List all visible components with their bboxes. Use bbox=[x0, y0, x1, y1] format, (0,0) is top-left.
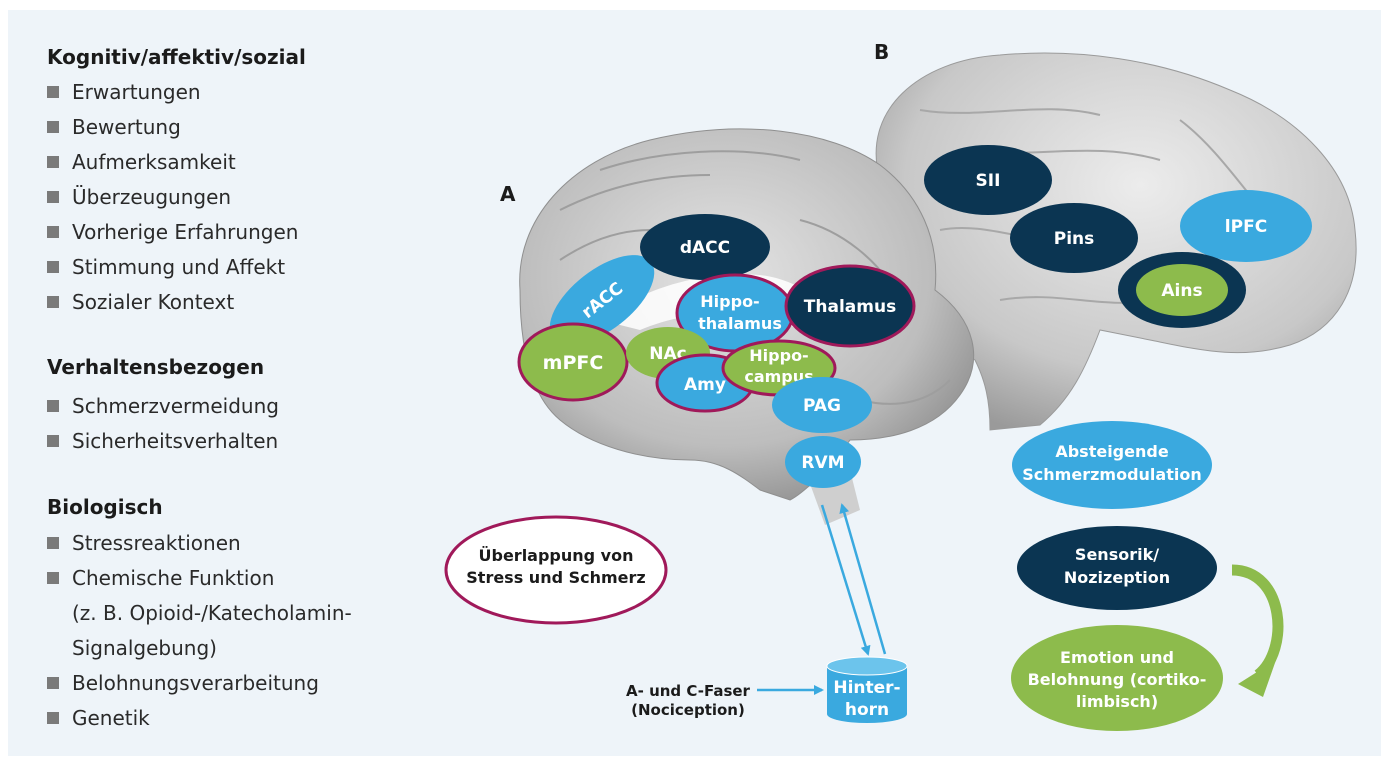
list-item: Aufmerksamkeit bbox=[47, 149, 236, 175]
list-item: Chemische Funktion bbox=[47, 565, 274, 591]
svg-text:limbisch): limbisch) bbox=[1076, 692, 1158, 711]
bullet-square-icon bbox=[47, 121, 59, 133]
svg-text:Hippo-: Hippo- bbox=[700, 292, 759, 311]
svg-text:RVM: RVM bbox=[801, 453, 844, 473]
fiber-input-label: A- und C-Faser (Nociception) bbox=[626, 682, 751, 719]
section-title-cognitive: Kognitiv/affektiv/sozial bbox=[47, 45, 306, 69]
svg-text:Schmerzmodulation: Schmerzmodulation bbox=[1022, 465, 1201, 484]
list-item: Sozialer Kontext bbox=[47, 289, 234, 315]
descending-ascending-arrows bbox=[757, 503, 887, 695]
legend-descending: Absteigende Schmerzmodulation bbox=[1012, 421, 1212, 509]
bullet-square-icon bbox=[47, 226, 59, 238]
region-hypothalamus: Hippo- thalamus bbox=[675, 273, 795, 353]
dorsal-horn: Hinter- horn bbox=[826, 656, 908, 723]
list-item: Bewertung bbox=[47, 114, 181, 140]
region-mpfc: mPFC bbox=[517, 322, 629, 402]
bullet-square-icon bbox=[47, 712, 59, 724]
region-racc: rACC bbox=[549, 255, 655, 345]
list-item: Vorherige Erfahrungen bbox=[47, 219, 298, 245]
region-pag: PAG bbox=[772, 377, 872, 433]
bullet-square-icon bbox=[47, 572, 59, 584]
bullet-square-icon bbox=[47, 296, 59, 308]
svg-text:Emotion und: Emotion und bbox=[1060, 648, 1174, 667]
bullet-square-icon bbox=[47, 86, 59, 98]
svg-text:Überlappung von: Überlappung von bbox=[479, 546, 634, 565]
list-item-continuation: (z. B. Opioid-/Katecholamin- bbox=[72, 601, 352, 625]
list-item: Stressreaktionen bbox=[47, 530, 241, 556]
list-item: Erwartungen bbox=[47, 79, 201, 105]
region-rvm: RVM bbox=[785, 436, 861, 488]
svg-text:Hinter-: Hinter- bbox=[833, 678, 900, 698]
svg-text:A- und C-Faser: A- und C-Faser bbox=[626, 682, 751, 700]
svg-text:Ains: Ains bbox=[1161, 281, 1202, 301]
svg-text:Pins: Pins bbox=[1054, 229, 1095, 249]
svg-text:lPFC: lPFC bbox=[1225, 217, 1267, 237]
bullet-square-icon bbox=[47, 191, 59, 203]
list-item-continuation: Signalgebung) bbox=[72, 636, 217, 660]
bullet-square-icon bbox=[47, 156, 59, 168]
svg-text:Absteigende: Absteigende bbox=[1055, 442, 1168, 461]
region-pins: Pins bbox=[1010, 203, 1138, 273]
list-item: Überzeugungen bbox=[47, 184, 231, 210]
region-dacc: dACC bbox=[640, 214, 770, 280]
section-title-biological: Biologisch bbox=[47, 495, 163, 519]
region-ains: Ains bbox=[1118, 252, 1246, 328]
legend-sensory: Sensorik/ Nozizeption bbox=[1017, 526, 1217, 610]
svg-text:horn: horn bbox=[845, 700, 889, 720]
legend-emotion: Emotion und Belohnung (cortiko- limbisch… bbox=[1011, 625, 1223, 731]
region-lpfc: lPFC bbox=[1180, 190, 1312, 262]
bullet-square-icon bbox=[47, 537, 59, 549]
svg-text:PAG: PAG bbox=[803, 396, 841, 416]
bullet-square-icon bbox=[47, 677, 59, 689]
panel-label-a: A bbox=[500, 182, 516, 206]
region-thalamus: Thalamus bbox=[784, 264, 916, 348]
svg-text:Sensorik/: Sensorik/ bbox=[1075, 545, 1159, 564]
svg-text:Stress und Schmerz: Stress und Schmerz bbox=[466, 568, 645, 587]
svg-text:(Nociception): (Nociception) bbox=[631, 701, 745, 719]
region-sii: SII bbox=[924, 145, 1052, 215]
bullet-square-icon bbox=[47, 400, 59, 412]
svg-text:Thalamus: Thalamus bbox=[804, 297, 896, 317]
curved-arrow-icon bbox=[1231, 564, 1284, 697]
svg-text:Hippo-: Hippo- bbox=[749, 346, 808, 365]
svg-text:Belohnung (cortiko-: Belohnung (cortiko- bbox=[1028, 670, 1207, 689]
list-item: Stimmung und Affekt bbox=[47, 254, 285, 280]
svg-text:Amy: Amy bbox=[684, 375, 726, 395]
list-item: Belohnungsverarbeitung bbox=[47, 670, 319, 696]
list-item: Genetik bbox=[47, 705, 150, 731]
panel-label-b: B bbox=[874, 40, 890, 64]
bullet-square-icon bbox=[47, 435, 59, 447]
svg-text:Nozizeption: Nozizeption bbox=[1064, 568, 1170, 587]
svg-text:thalamus: thalamus bbox=[698, 314, 782, 333]
list-item: Sicherheitsverhalten bbox=[47, 428, 278, 454]
list-item: Schmerzvermeidung bbox=[47, 393, 279, 419]
bullet-square-icon bbox=[47, 261, 59, 273]
legend-overlap: Überlappung von Stress und Schmerz bbox=[444, 515, 668, 625]
svg-text:SII: SII bbox=[976, 171, 1001, 191]
svg-text:dACC: dACC bbox=[680, 238, 730, 258]
section-title-behavioral: Verhaltensbezogen bbox=[47, 355, 265, 379]
svg-text:mPFC: mPFC bbox=[543, 352, 604, 374]
